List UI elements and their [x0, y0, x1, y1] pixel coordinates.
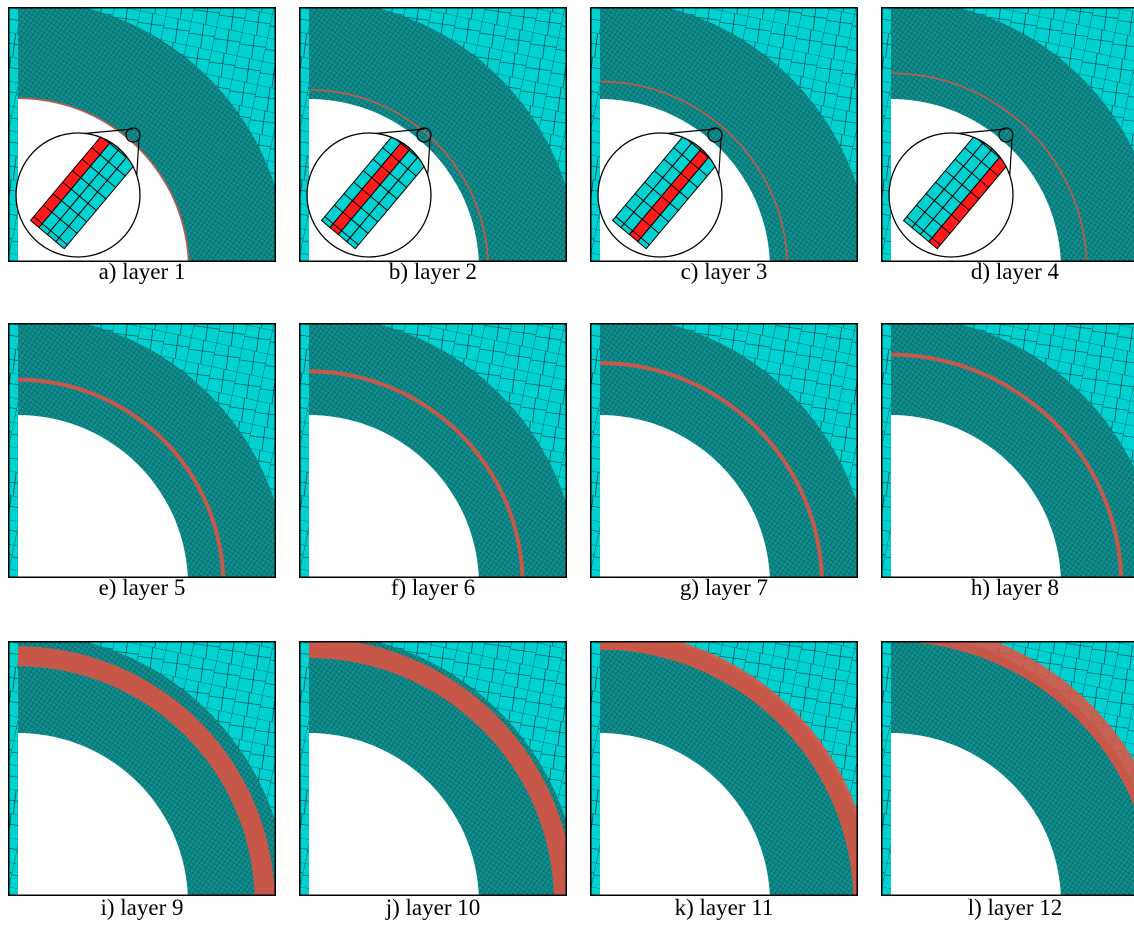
mesh-panel-layer-3: [590, 7, 858, 262]
dense-mesh-band: [18, 7, 276, 262]
panel-caption: e) layer 5: [98, 575, 186, 600]
mesh-plot-9: [8, 641, 276, 896]
dense-mesh-band: [309, 323, 567, 578]
panel-caption: i) layer 9: [100, 895, 184, 920]
dense-mesh-band: [309, 641, 567, 896]
hole-region: [309, 415, 479, 578]
mesh-plot-7: [590, 323, 858, 578]
zoom-inset: [888, 127, 1014, 258]
mesh-plot-10: [299, 641, 567, 896]
dense-mesh-band: [309, 7, 567, 262]
zoom-inset: [597, 127, 723, 258]
mesh-panel-layer-4: [881, 7, 1134, 262]
highlighted-layer: [18, 646, 275, 896]
mesh-panel-layer-2: [299, 7, 567, 262]
dense-mesh-band: [18, 641, 276, 896]
panel-caption: a) layer 1: [98, 259, 186, 284]
zoom-inset: [306, 127, 432, 258]
mesh-plot-8: [881, 323, 1134, 578]
mesh-plot-1: [8, 7, 276, 262]
panel-caption: f) layer 6: [390, 575, 476, 600]
mesh-panel-layer-1: [8, 7, 276, 262]
mesh-plot-12: [881, 641, 1134, 896]
mesh-panel-layer-5: [8, 323, 276, 578]
mesh-plot-5: [8, 323, 276, 578]
panel-caption: h) layer 8: [970, 575, 1060, 600]
hole-region: [600, 733, 770, 896]
panel-caption: j) layer 10: [385, 895, 481, 920]
highlighted-layer: [309, 641, 567, 896]
mesh-panel-layer-10: [299, 641, 567, 896]
mesh-panel-layer-9: [8, 641, 276, 896]
mesh-plot-11: [590, 641, 858, 896]
mesh-plot-4: [881, 7, 1134, 262]
mesh-panel-layer-6: [299, 323, 567, 578]
highlighted-layer: [891, 641, 1134, 807]
panel-caption: l) layer 12: [967, 895, 1063, 920]
panel-caption: c) layer 3: [680, 259, 768, 284]
mesh-plot-2: [299, 7, 567, 262]
dense-mesh-band: [891, 323, 1134, 578]
dense-mesh-band: [600, 641, 858, 896]
dense-mesh-band: [600, 323, 858, 578]
hole-region: [18, 733, 188, 896]
panel-caption: d) layer 4: [970, 259, 1060, 284]
mesh-plot-6: [299, 323, 567, 578]
zoom-inset: [15, 127, 141, 258]
hole-region: [18, 415, 188, 578]
mesh-panel-layer-7: [590, 323, 858, 578]
mesh-panel-layer-8: [881, 323, 1134, 578]
panel-caption: g) layer 7: [679, 575, 769, 600]
panel-caption: b) layer 2: [388, 259, 478, 284]
hole-region: [891, 733, 1061, 896]
hole-region: [891, 415, 1061, 578]
mesh-plot-3: [590, 7, 858, 262]
panel-caption: k) layer 11: [674, 895, 774, 920]
hole-region: [600, 415, 770, 578]
mesh-panel-layer-12: [881, 641, 1134, 896]
mesh-panel-layer-11: [590, 641, 858, 896]
dense-mesh-band: [600, 7, 858, 262]
hole-region: [309, 733, 479, 896]
